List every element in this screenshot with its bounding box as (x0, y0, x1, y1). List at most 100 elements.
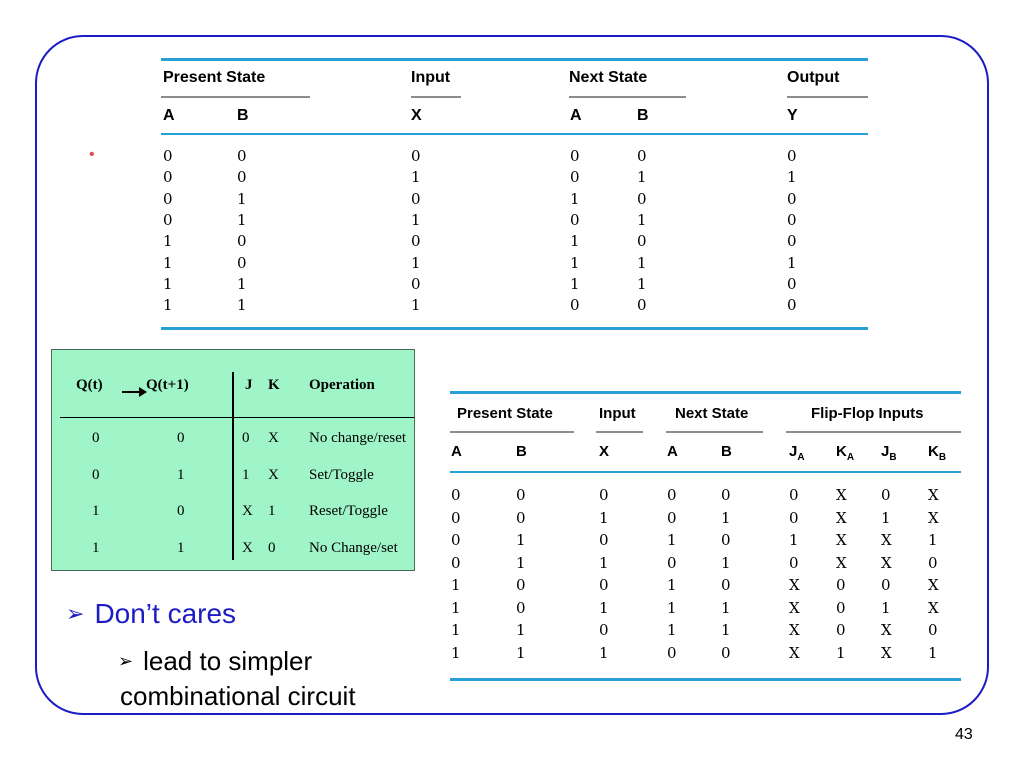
table-cell: 1 (637, 274, 647, 293)
bullet-text: Don’t cares (94, 598, 237, 629)
table-cell: 0 (163, 189, 173, 208)
table-cell: X (928, 508, 939, 527)
column-header: A (667, 443, 678, 460)
table-cell: 1 (451, 576, 461, 594)
table-cell: 0 (570, 210, 580, 229)
column-header: B (516, 443, 527, 460)
header-present-state: Present State (163, 69, 266, 86)
table-cell: X (928, 598, 939, 617)
column-header: JA (789, 443, 805, 463)
arrow-right-icon (122, 387, 147, 397)
table-cell: 0 (177, 430, 185, 446)
table-cell: X (928, 486, 939, 504)
table-cell: 1 (516, 643, 526, 662)
header-flipflop-inputs: Flip-Flop Inputs (811, 405, 924, 422)
operation-cell: Set/Toggle (309, 466, 374, 483)
operation-cell: Reset/Toggle (309, 503, 388, 519)
header-next-state: Next State (569, 69, 648, 86)
table-cell: 0 (787, 210, 797, 229)
table-cell: 1 (163, 296, 173, 315)
dot-bullet-icon: • (89, 146, 95, 163)
operation-cell: No Change/set (309, 539, 398, 556)
table-cell: 0 (411, 147, 421, 165)
table-cell: 0 (451, 553, 461, 572)
table-cell: 1 (881, 508, 891, 527)
group-underline (569, 96, 686, 98)
table-cell: 1 (268, 503, 276, 519)
column-header-main: X (599, 443, 610, 460)
table-cell: 0 (789, 486, 799, 504)
col-b: B (237, 107, 249, 124)
col-next-a: A (570, 107, 582, 124)
column-header: KB (928, 443, 946, 463)
header-input: Input (599, 405, 636, 422)
column-header-subscript: B (889, 452, 897, 463)
column-header-main: J (789, 443, 798, 460)
table-cell: 1 (411, 253, 421, 272)
table-cell: 1 (881, 598, 891, 617)
table-cell: 1 (163, 274, 173, 293)
page-number: 43 (955, 726, 973, 743)
table-cell: 0 (789, 508, 799, 527)
table-cell: X (789, 621, 800, 639)
table-cell: 0 (570, 147, 580, 165)
table-cell: 1 (789, 531, 799, 549)
table-cell: 0 (92, 466, 100, 483)
column-header-main: J (881, 443, 890, 460)
table-cell: 0 (721, 576, 731, 594)
sub-bullet-line1: lead to simpler (143, 646, 313, 676)
table-cell: 0 (787, 274, 797, 293)
table-cell: 0 (836, 576, 846, 594)
table-cell: 0 (411, 232, 421, 251)
table-cell: 1 (451, 598, 461, 617)
table-cell: 1 (163, 253, 173, 272)
table-bottom-rule (161, 327, 868, 330)
table-cell: 0 (787, 147, 797, 165)
sub-bullet-simpler-circuit: ➢lead to simpler combinational circuit (118, 645, 356, 712)
header-present-state: Present State (457, 405, 553, 422)
table-cell: 1 (599, 508, 609, 527)
table-cell: X (789, 598, 800, 617)
table-cell: 1 (599, 553, 609, 572)
table-cell: 0 (237, 147, 247, 165)
table-cell: 1 (451, 643, 461, 662)
table-cell: X (881, 531, 892, 549)
table-cell: 1 (516, 531, 526, 549)
table-top-rule (161, 58, 868, 61)
slide-frame (35, 35, 989, 715)
col-x: X (411, 107, 422, 124)
table-cell: 1 (92, 539, 100, 556)
table-cell: 1 (570, 274, 580, 293)
table-cell: 1 (637, 168, 647, 187)
table-cell: 0 (836, 598, 846, 617)
table-cell: X (836, 553, 847, 572)
table-cell: 1 (570, 189, 580, 208)
table-cell: 0 (599, 486, 609, 504)
table-cell: X (242, 539, 253, 556)
table-bottom-rule (450, 678, 961, 681)
table-cell: 1 (177, 466, 185, 483)
state-table: Present State Input Next State Output A … (161, 58, 868, 332)
group-underline (596, 431, 643, 433)
arrowhead-bullet-icon: ➢ (66, 601, 85, 626)
column-header-main: B (721, 443, 732, 460)
table-cell: 0 (881, 576, 891, 594)
table-cell: 0 (242, 430, 250, 446)
table-cell: 0 (411, 274, 421, 293)
table-cell: 1 (516, 621, 526, 639)
table-cell: X (836, 508, 847, 527)
table-cell: 0 (451, 508, 461, 527)
table-cell: X (836, 486, 847, 504)
bullet-dont-cares: ➢ Don’t cares (66, 598, 236, 630)
table-cell: 0 (163, 147, 173, 165)
table-cell: 1 (667, 598, 677, 617)
table-cell: 0 (570, 168, 580, 187)
table-cell: X (881, 643, 892, 662)
arrowhead-bullet-icon: ➢ (118, 651, 134, 671)
header-rule (60, 417, 414, 418)
table-cell: 1 (411, 168, 421, 187)
group-underline (786, 431, 961, 433)
table-cell: 1 (836, 643, 846, 662)
table-cell: 0 (637, 232, 647, 251)
